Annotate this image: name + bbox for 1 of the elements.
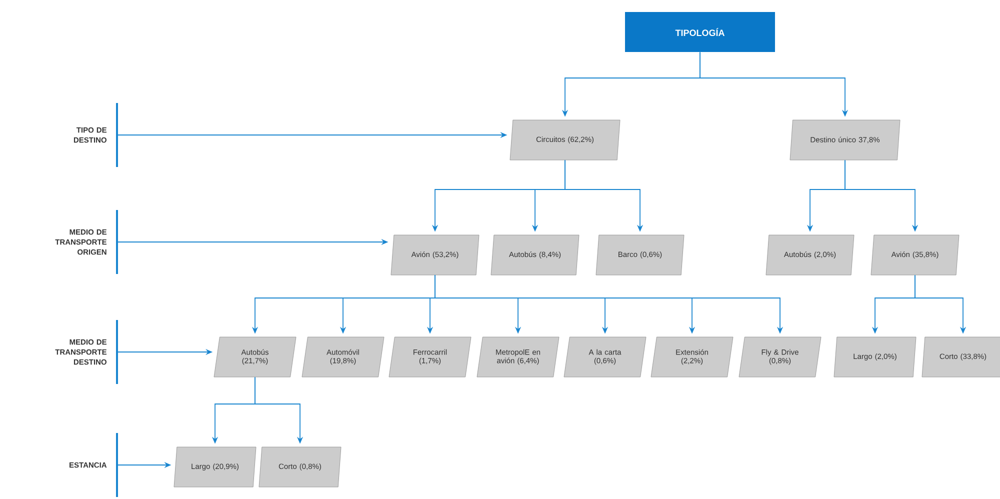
- title-box: TIPOLOGÍA: [625, 12, 775, 52]
